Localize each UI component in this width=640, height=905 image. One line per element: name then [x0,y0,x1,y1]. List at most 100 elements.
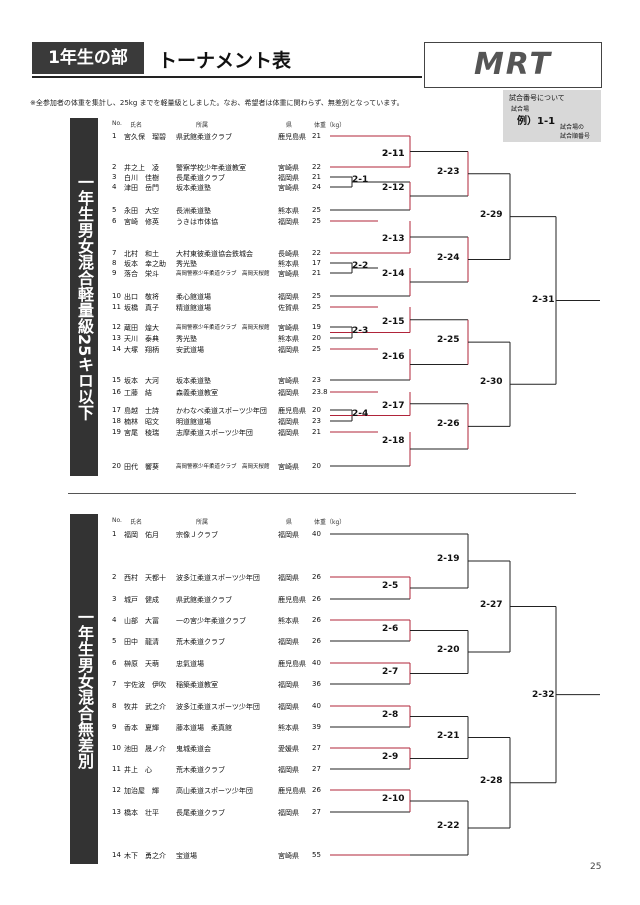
player-no: 9 [112,269,117,277]
player-pref: 鹿児島県 [278,133,306,141]
player-weight: 23.8 [312,388,328,396]
player-no: 15 [112,376,121,384]
player-no: 10 [112,744,121,752]
match-number: 2-30 [480,377,503,388]
player-weight: 17 [312,259,321,267]
col-header-pref: 県 [286,122,293,129]
player-pref: 佐賀県 [278,304,299,312]
player-no: 17 [112,406,121,414]
player-pref: 宮崎県 [278,463,299,471]
col-header-weight: 体重（kg） [314,122,346,129]
page-number: 25 [590,862,602,872]
player-pref: 宮崎県 [278,164,299,172]
player-name: 白川 佳樹 [124,174,159,182]
player-club: 精道館道場 [176,304,211,312]
player-weight: 22 [312,249,321,257]
player-name: 牧井 武之介 [124,703,166,711]
player-name: 井上 心 [124,766,152,774]
player-weight: 26 [312,616,321,624]
player-club: 長洲柔道塾 [176,207,211,215]
player-no: 6 [112,217,117,225]
player-weight: 23 [312,376,321,384]
player-club: 坂本柔道塾 [176,184,211,192]
player-club: 鬼城柔道会 [176,745,211,753]
col-header-no: No. [112,517,122,524]
match-number: 2-27 [480,599,503,610]
match-number-legend: 試合番号について 試合場 例）1-1 試合場の 試合順番号 [503,90,601,142]
match-number: 2-18 [382,436,405,446]
player-name: 宇佐波 伊吹 [124,681,166,689]
player-name: 蔵田 煌大 [124,324,159,332]
player-club: 警察学校少年柔道教室 [176,164,246,172]
match-number: 2-31 [532,295,555,306]
player-name: 田中 龍清 [124,638,159,646]
player-name: 楠林 昭文 [124,418,159,426]
player-club: 宝道場 [176,852,197,860]
player-no: 19 [112,428,121,436]
player-club: 安武道場 [176,346,204,354]
match-number: 2-14 [382,269,405,279]
player-no: 9 [112,723,117,731]
division-label: 1年生の部 [32,42,144,74]
match-number: 2-11 [382,148,405,159]
player-name: 田代 響葵 [124,463,159,471]
player-pref: 福岡県 [278,174,299,182]
player-weight: 21 [312,428,321,436]
player-name: 天川 泰典 [124,335,159,343]
player-no: 20 [112,462,121,470]
player-no: 8 [112,702,117,710]
col-header-club: 所属 [196,519,209,526]
player-weight: 40 [312,659,321,667]
player-pref: 鹿児島県 [278,787,306,795]
match-number: 2-4 [352,408,369,419]
player-name: 福岡 佑月 [124,531,159,539]
player-pref: 福岡県 [278,429,299,437]
player-pref: 鹿児島県 [278,596,306,604]
player-weight: 20 [312,462,321,470]
player-name: 香本 夏輝 [124,724,159,732]
player-pref: 宮崎県 [278,184,299,192]
player-name: 宮久保 瑠碧 [124,133,166,141]
match-number: 2-16 [382,351,405,362]
player-club: 高岡警察少年柔道クラブ 高岡天桜館 [176,464,270,470]
header-rule [32,76,422,78]
player-name: 北村 和土 [124,250,159,258]
match-number: 2-13 [382,234,405,244]
player-club: 波多江柔道スポーツ少年団 [176,703,260,711]
player-club: 秀光塾 [176,335,197,343]
match-number: 2-29 [480,209,503,220]
player-no: 13 [112,808,121,816]
player-no: 4 [112,616,117,624]
player-club: 宗像Ｊクラブ [176,531,218,539]
player-weight: 24 [312,183,321,191]
player-weight: 25 [312,345,321,353]
player-pref: 宮崎県 [278,377,299,385]
player-pref: 福岡県 [278,531,299,539]
player-name: 坂本 大河 [124,377,159,385]
player-club: 一の宮少年柔道クラブ [176,617,246,625]
player-no: 12 [112,323,121,331]
player-no: 11 [112,303,121,311]
match-number: 2-23 [437,166,460,177]
player-no: 14 [112,851,121,859]
col-header-name: 氏名 [130,519,143,526]
player-no: 3 [112,173,117,181]
player-club: 森義柔道教室 [176,389,218,397]
match-number: 2-17 [382,400,405,411]
legend-title: 試合番号について [509,94,565,102]
match-number: 2-3 [352,325,369,336]
player-name: 坂橋 真子 [124,304,159,312]
col-header-club: 所属 [196,122,209,129]
player-club: 高岡警察少年柔道クラブ 高岡天桜館 [176,325,270,331]
player-no: 7 [112,680,117,688]
player-pref: 鹿児島県 [278,407,306,415]
player-weight: 25 [312,217,321,225]
match-number: 2-9 [382,751,399,762]
player-name: 榊原 天萌 [124,660,159,668]
player-pref: 福岡県 [278,346,299,354]
player-no: 18 [112,417,121,425]
player-pref: 福岡県 [278,638,299,646]
player-weight: 25 [312,303,321,311]
match-number: 2-1 [352,175,369,185]
player-club: 荒木柔道クラブ [176,766,225,774]
